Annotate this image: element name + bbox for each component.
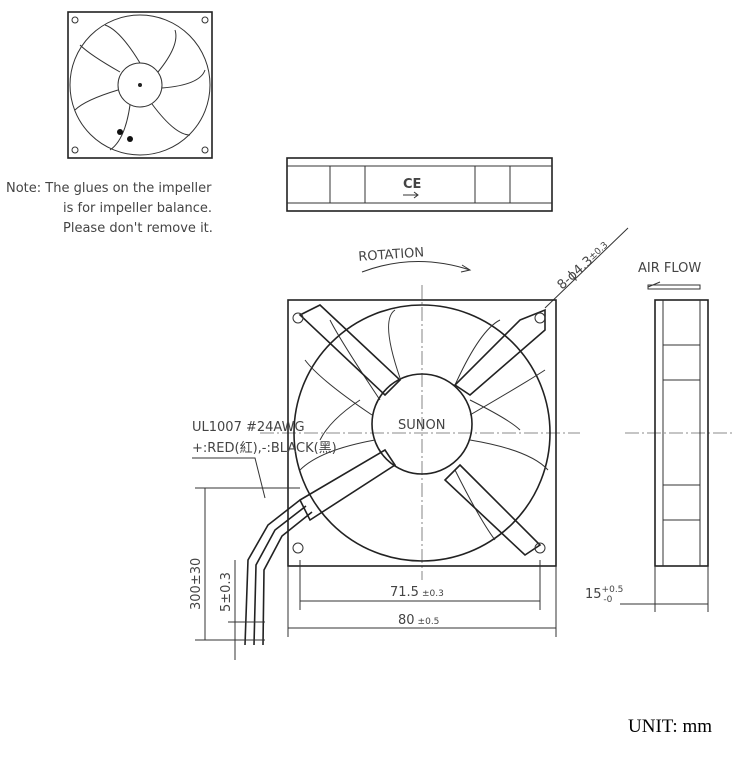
width-dimensions (287, 560, 557, 637)
fan-profile-view (620, 299, 735, 612)
ce-mark: CE (403, 177, 421, 192)
strip-length-dim: 5±0.3 (219, 572, 234, 612)
wire-colors: +:RED(紅),-:BLACK(黑) (192, 441, 337, 456)
air-flow-arrow (647, 281, 701, 290)
fan-rear-view (67, 11, 213, 159)
thickness-dim: 15+0.5-0 (585, 585, 623, 605)
brand-label: SUNON (398, 418, 445, 433)
lead-length-dim: 300±30 (189, 558, 204, 610)
rotation-arrow (361, 260, 472, 273)
rotation-label: ROTATION (358, 245, 425, 265)
width-dim: 80±0.5 (398, 613, 439, 628)
wire-spec: UL1007 #24AWG (192, 420, 305, 435)
mount-hole-label: 8-ϕ4.3±0.3 (555, 239, 613, 293)
lead-dimensions (195, 487, 300, 660)
note-line-2: is for impeller balance. (63, 201, 212, 216)
unit-label: UNIT: mm (628, 716, 712, 737)
fan-front-view: SUNON (260, 285, 580, 580)
lead-wires (192, 457, 313, 646)
note-line-1: Note: The glues on the impeller (6, 181, 212, 196)
fan-side-view: CE (286, 157, 553, 212)
note-line-3: Please don't remove it. (63, 221, 213, 236)
air-flow-label: AIR FLOW (638, 261, 701, 276)
hole-pitch-dim: 71.5±0.3 (390, 585, 444, 600)
